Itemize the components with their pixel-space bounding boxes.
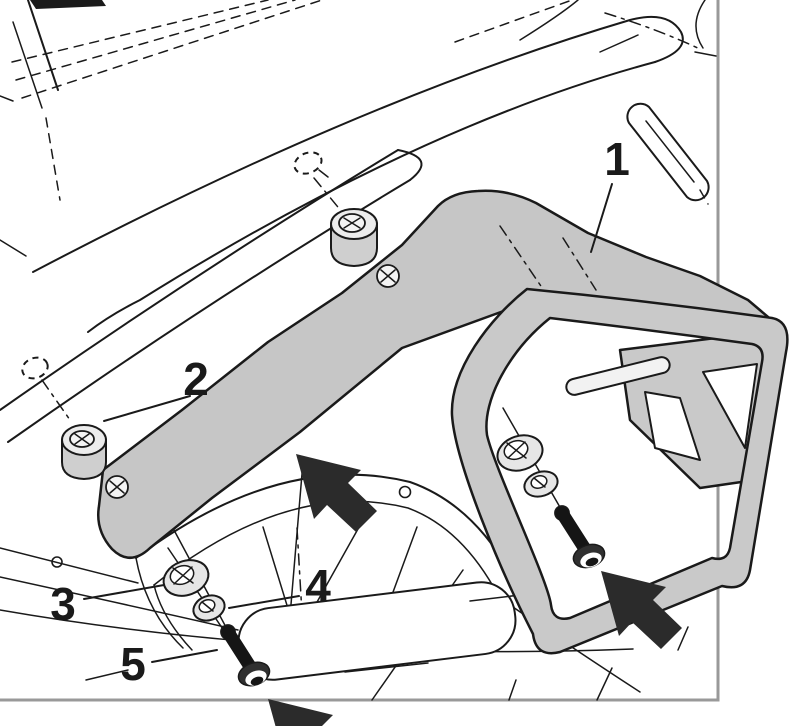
phillips-cross-icon xyxy=(380,269,396,283)
seat-cowl-dashed-line xyxy=(454,0,573,43)
phillips-cross-icon xyxy=(201,601,214,612)
phillips-cross-icon xyxy=(172,566,194,585)
seat-edge-dash xyxy=(45,117,61,201)
phillips-cross-icon xyxy=(109,480,125,494)
part-label-1: 1 xyxy=(604,133,630,185)
lower-mounting-point xyxy=(21,356,129,499)
bolt xyxy=(554,505,606,569)
holder-frame-loop xyxy=(450,287,789,655)
phillips-cross-icon xyxy=(343,217,361,229)
part-label-4: 4 xyxy=(305,560,331,612)
gusset-cutout xyxy=(644,391,701,461)
phillips-cross-icon xyxy=(506,441,527,459)
tail-panel-edge xyxy=(30,0,106,9)
direction-arrow-icon xyxy=(601,571,682,649)
bend-line xyxy=(562,237,597,291)
lower-fastener-set xyxy=(162,547,271,687)
rail-hole-dashed xyxy=(21,356,49,380)
fender-side-inner xyxy=(153,584,193,651)
grab-rail xyxy=(32,16,684,333)
callouts: 1 2 3 4 5 xyxy=(50,133,630,690)
fender-side xyxy=(135,557,184,649)
direction-arrow-icon xyxy=(268,699,333,726)
phillips-cross-icon xyxy=(533,477,546,488)
fairing-tick xyxy=(0,239,27,257)
leader-line-5 xyxy=(151,649,218,663)
upper-mounting-point xyxy=(293,151,400,288)
rail-hole-dashed xyxy=(293,151,323,175)
screw-axis xyxy=(41,379,71,421)
seat-cowl-dashed-lines xyxy=(11,0,323,99)
phillips-cross-icon xyxy=(74,433,90,445)
fairing-tick xyxy=(0,95,14,102)
seat-edge-line xyxy=(27,0,59,91)
bolt xyxy=(220,624,271,687)
direction-arrows xyxy=(268,454,682,726)
leader-line-3 xyxy=(83,584,165,600)
fender-hole xyxy=(398,485,412,499)
leader-line-2 xyxy=(103,395,191,422)
part-label-5: 5 xyxy=(120,638,146,690)
part-label-2: 2 xyxy=(183,353,209,405)
tail-dashdot-line xyxy=(604,12,703,51)
tail-panel-line xyxy=(519,0,579,41)
leader-line-4 xyxy=(228,595,300,609)
motorcycle-tail-lineart xyxy=(0,0,717,701)
part-label-3: 3 xyxy=(50,578,76,630)
leader-line-1 xyxy=(590,183,613,253)
fender-arc-inner xyxy=(153,500,499,596)
screw-axis xyxy=(313,177,343,213)
case-frame-fasteners xyxy=(496,407,606,569)
tail-handle xyxy=(626,0,717,205)
holder-bracket-plate xyxy=(97,189,778,559)
fender-arc xyxy=(135,473,515,581)
tire-dashes xyxy=(508,626,689,701)
rail-hole-tail xyxy=(318,169,329,178)
frame-slot xyxy=(565,356,671,396)
gusset-cutout xyxy=(702,363,758,449)
rear-wheel xyxy=(51,461,689,701)
direction-arrow-icon xyxy=(296,454,377,532)
frame-loop-ring xyxy=(450,287,789,655)
